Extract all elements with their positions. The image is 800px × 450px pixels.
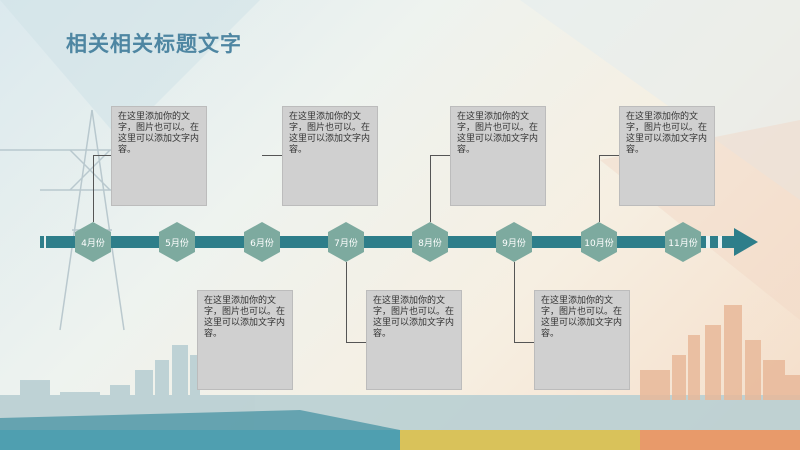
text-box-top-4: 在这里添加你的文字，图片也可以。在这里可以添加文字内容。 <box>619 106 715 206</box>
box-text: 在这里添加你的文字，图片也可以。在这里可以添加文字内容。 <box>457 112 539 155</box>
month-hexagon-9: 9月份 <box>496 222 532 262</box>
page-title: 相关相关标题文字 <box>66 32 242 56</box>
connector-line <box>430 155 431 222</box>
timeline-tick <box>40 236 44 248</box>
text-box-top-3: 在这里添加你的文字，图片也可以。在这里可以添加文字内容。 <box>450 106 546 206</box>
bottom-ribbon-left <box>0 430 400 450</box>
bottom-ribbon-wave <box>0 410 400 430</box>
text-box-bottom-3: 在这里添加你的文字，图片也可以。在这里可以添加文字内容。 <box>534 290 630 390</box>
bottom-ribbon-right <box>640 430 800 450</box>
month-hexagon-11: 11月份 <box>665 222 701 262</box>
text-box-bottom-1: 在这里添加你的文字，图片也可以。在这里可以添加文字内容。 <box>197 290 293 390</box>
connector-line <box>599 155 600 222</box>
month-hexagon-8: 8月份 <box>412 222 448 262</box>
month-hexagon-6: 6月份 <box>244 222 280 262</box>
connector-line <box>346 342 366 343</box>
connector-line <box>430 155 450 156</box>
bottom-ribbon-middle <box>400 430 640 450</box>
connector-line <box>514 262 515 342</box>
bg-shape <box>520 0 800 200</box>
month-hexagon-4: 4月份 <box>75 222 111 262</box>
month-hexagon-7: 7月份 <box>328 222 364 262</box>
timeline-gap <box>718 236 722 248</box>
box-text: 在这里添加你的文字，图片也可以。在这里可以添加文字内容。 <box>626 112 708 155</box>
text-box-top-1: 在这里添加你的文字，图片也可以。在这里可以添加文字内容。 <box>111 106 207 206</box>
box-text: 在这里添加你的文字，图片也可以。在这里可以添加文字内容。 <box>289 112 371 155</box>
timeline-gap <box>706 236 710 248</box>
skyline-right <box>640 305 800 400</box>
connector-line <box>599 155 619 156</box>
connector-line <box>346 262 347 342</box>
text-box-bottom-2: 在这里添加你的文字，图片也可以。在这里可以添加文字内容。 <box>366 290 462 390</box>
month-hexagon-5: 5月份 <box>159 222 195 262</box>
bg-shape <box>0 0 260 140</box>
box-text: 在这里添加你的文字，图片也可以。在这里可以添加文字内容。 <box>541 296 623 339</box>
text-box-top-2: 在这里添加你的文字，图片也可以。在这里可以添加文字内容。 <box>282 106 378 206</box>
box-text: 在这里添加你的文字，图片也可以。在这里可以添加文字内容。 <box>118 112 200 155</box>
box-text: 在这里添加你的文字，图片也可以。在这里可以添加文字内容。 <box>373 296 455 339</box>
connector-line <box>93 155 94 222</box>
box-text: 在这里添加你的文字，图片也可以。在这里可以添加文字内容。 <box>204 296 286 339</box>
timeline-tick <box>46 236 50 248</box>
connector-line <box>93 155 111 156</box>
connector-line <box>514 342 534 343</box>
timeline-bar <box>50 236 742 248</box>
timeline-arrow-icon <box>734 228 758 256</box>
month-hexagon-10: 10月份 <box>581 222 617 262</box>
connector-line <box>262 155 282 156</box>
